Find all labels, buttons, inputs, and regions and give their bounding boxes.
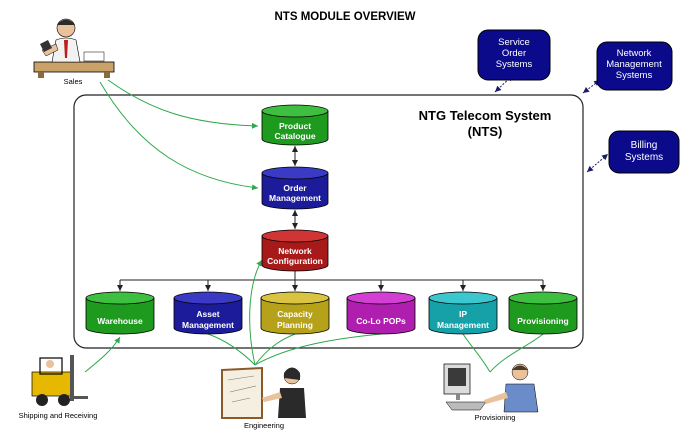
module-label: Capacity — [277, 309, 313, 319]
module-label: Co-Lo POPs — [356, 316, 406, 326]
module-label: Configuration — [267, 256, 323, 266]
module-product-catalogue: Product Catalogue — [261, 104, 329, 146]
module-co-lo-pops: Co-Lo POPs — [346, 291, 416, 335]
external-system-label: Billing — [631, 140, 658, 151]
module-label: Management — [269, 193, 321, 203]
module-label: Provisioning — [517, 316, 568, 326]
module-network-configuration: Network Configuration — [261, 229, 329, 272]
connector-billing — [586, 153, 609, 173]
external-system-label: Systems — [616, 70, 653, 81]
module-label: Planning — [277, 320, 313, 330]
module-label: Order — [283, 183, 307, 193]
module-label: Management — [437, 320, 489, 330]
flow-lines — [84, 79, 544, 373]
external-system-label: Systems — [496, 59, 533, 70]
external-system-label: Management — [606, 59, 662, 70]
module-provisioning: Provisioning — [508, 291, 578, 335]
module-label: IP — [459, 309, 467, 319]
nts-system-box — [73, 94, 584, 349]
module-warehouse: Warehouse — [85, 291, 155, 335]
module-label: Network — [278, 246, 312, 256]
module-label: Catalogue — [274, 131, 315, 141]
engineer-at-drafting-board-icon — [221, 366, 306, 419]
forklift-icon — [31, 355, 88, 406]
external-system-label: Network — [617, 48, 652, 59]
system-title: NTG Telecom System — [419, 108, 552, 123]
module-label: Management — [182, 320, 234, 330]
module-order-management: Order Management — [261, 166, 329, 210]
module-label: Warehouse — [97, 316, 143, 326]
actor-label-provisioning: Provisioning — [475, 413, 516, 422]
salesperson-at-desk-icon — [33, 18, 115, 78]
module-label: Asset — [196, 309, 219, 319]
module-asset-management: Asset Management — [173, 291, 243, 335]
module-ip-management: IP Management — [428, 291, 498, 335]
external-system-billing: Billing Systems — [608, 130, 680, 174]
external-system-service-order: Service Order Systems — [477, 29, 551, 81]
distribution-drops — [117, 280, 546, 291]
external-system-network-management: Network Management Systems — [596, 41, 673, 91]
actor-label-sales: Sales — [64, 77, 83, 86]
technician-at-computer-icon — [443, 363, 539, 413]
actor-label-engineering: Engineering — [244, 421, 284, 430]
external-system-label: Systems — [625, 152, 663, 163]
actor-label-shipping: Shipping and Receiving — [19, 411, 98, 420]
module-capacity-planning: Capacity Planning — [260, 291, 330, 335]
external-system-label: Order — [502, 48, 526, 59]
module-label: Product — [279, 121, 311, 131]
external-system-label: Service — [498, 37, 530, 48]
diagram-title: NTS MODULE OVERVIEW — [275, 11, 416, 23]
system-subtitle: (NTS) — [468, 124, 503, 139]
connector-service-order — [494, 74, 514, 93]
